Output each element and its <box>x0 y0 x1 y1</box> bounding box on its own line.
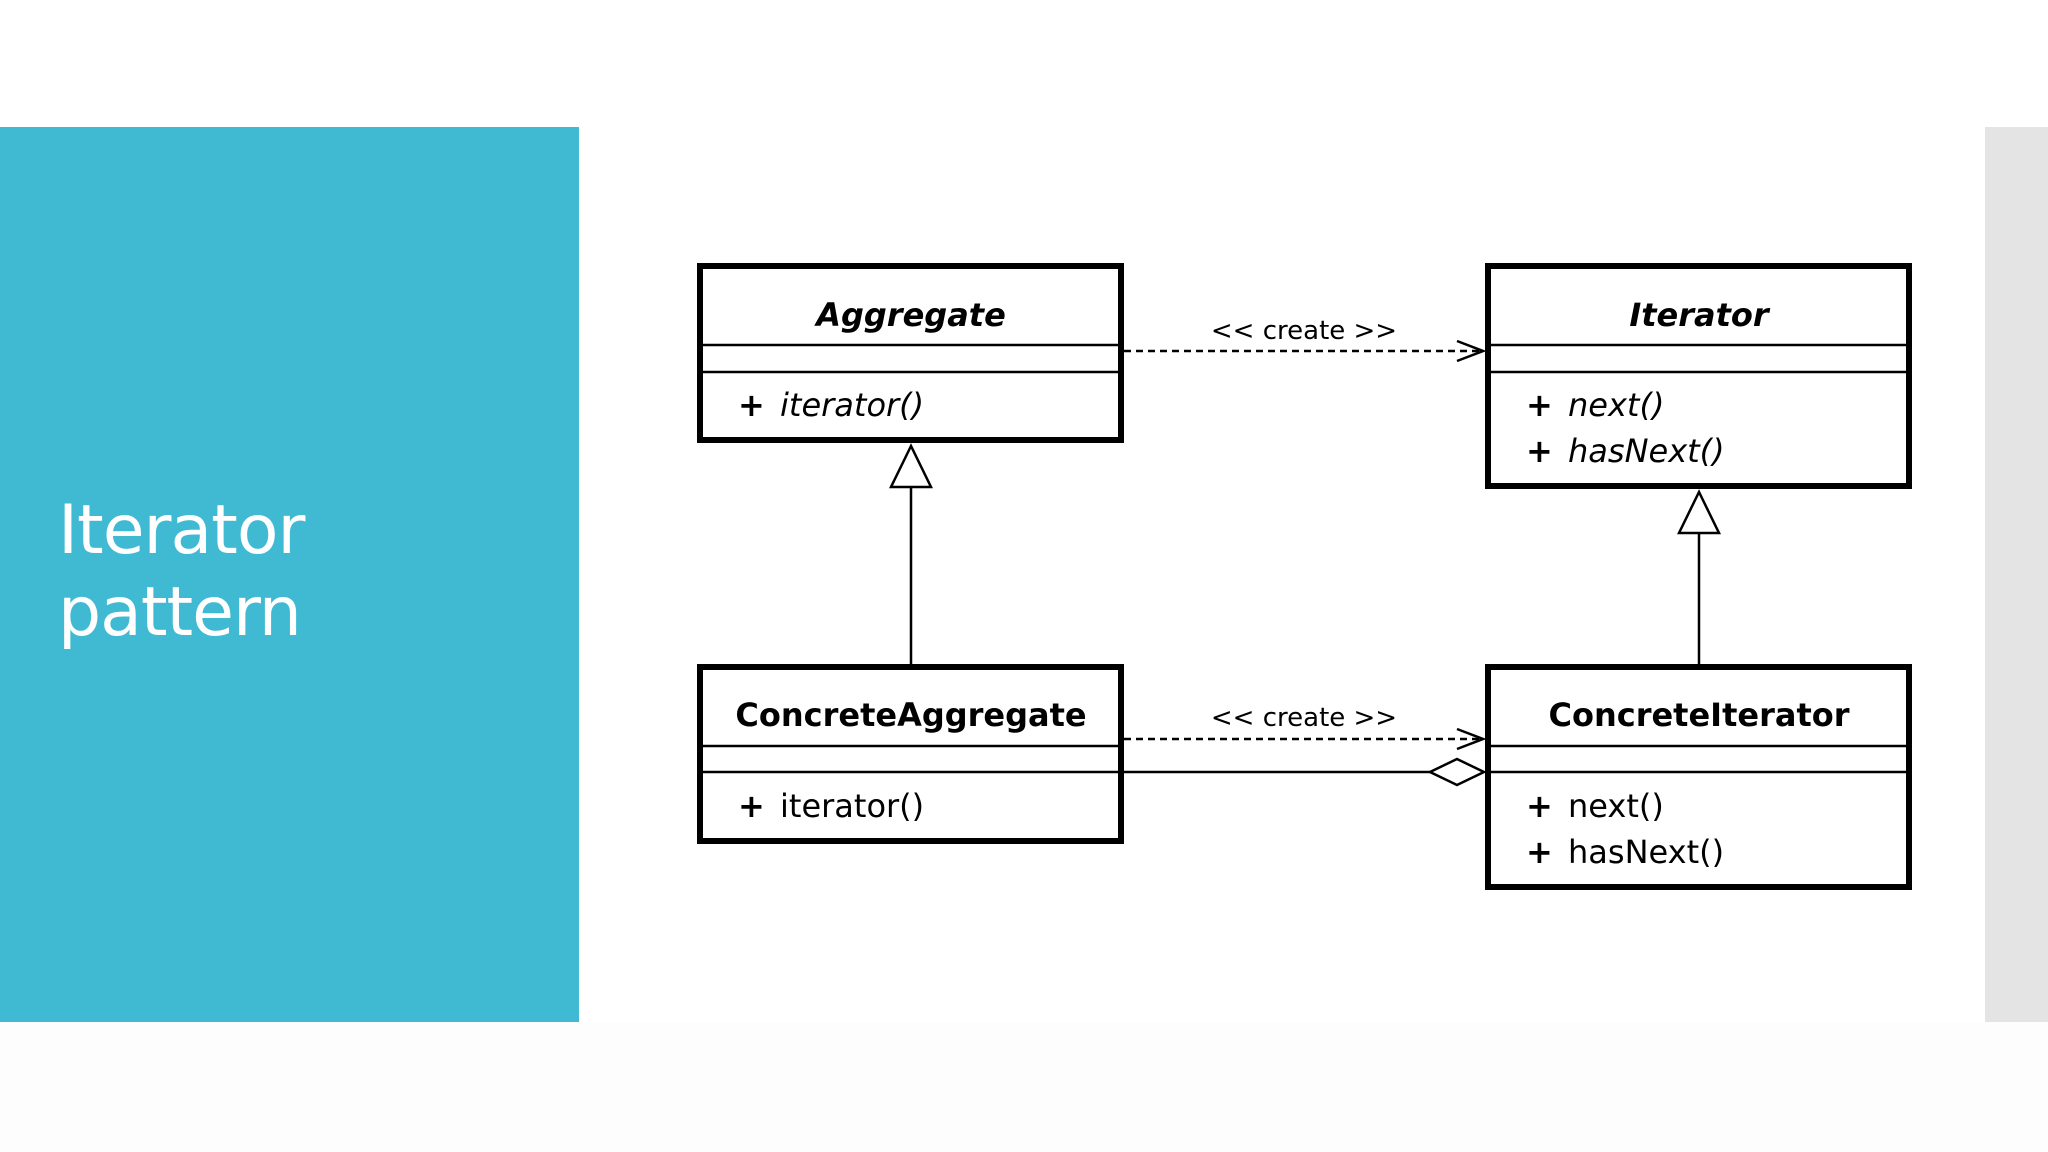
aggregation-association <box>1124 757 1487 787</box>
method-iterator: iterator() <box>780 787 924 825</box>
generalization-aggregate <box>888 443 934 664</box>
class-concrete-aggregate: ConcreteAggregate + iterator() <box>697 664 1124 844</box>
class-concrete-iterator: ConcreteIterator + next() + hasNext() <box>1485 664 1912 890</box>
slide-bottom-margin <box>0 1022 2048 1152</box>
class-iterator: Iterator + next() + hasNext() <box>1485 263 1912 489</box>
visibility-symbol: + <box>1526 787 1553 825</box>
class-name: Iterator <box>1629 296 1771 334</box>
method-hasnext: hasNext() <box>1568 833 1724 871</box>
generalization-iterator <box>1676 489 1722 664</box>
class-box <box>697 664 1124 844</box>
class-name: ConcreteAggregate <box>735 696 1086 734</box>
method-hasnext: hasNext() <box>1568 432 1725 470</box>
class-box <box>1485 664 1912 890</box>
method-iterator: iterator() <box>780 386 924 424</box>
class-box <box>697 263 1124 443</box>
visibility-symbol: + <box>738 386 765 424</box>
inheritance-arrowhead <box>1676 489 1722 535</box>
method-next: next() <box>1568 787 1664 825</box>
class-name: ConcreteIterator <box>1548 696 1849 734</box>
inheritance-arrowhead <box>888 443 934 489</box>
aggregation-diamond <box>1427 757 1487 787</box>
relation-label: << create >> <box>1211 316 1397 346</box>
visibility-symbol: + <box>1526 432 1553 470</box>
slide-top-margin <box>0 0 2048 127</box>
visibility-symbol: + <box>738 787 765 825</box>
class-box <box>1485 263 1912 489</box>
visibility-symbol: + <box>1526 833 1553 871</box>
relation-label: << create >> <box>1211 703 1397 733</box>
method-next: next() <box>1568 386 1664 424</box>
dependency-create-top: << create >> <box>1124 316 1483 351</box>
slide-right-strip <box>1985 127 2048 1022</box>
visibility-symbol: + <box>1526 386 1553 424</box>
dependency-create-bottom: << create >> <box>1124 703 1483 739</box>
slide-title-line-2: pattern <box>58 573 302 652</box>
slide-title: Iterator pattern <box>58 490 305 654</box>
class-name: Aggregate <box>813 296 1006 334</box>
slide-title-line-1: Iterator <box>58 491 305 570</box>
title-panel <box>0 127 579 1022</box>
class-aggregate: Aggregate + iterator() <box>697 263 1124 443</box>
